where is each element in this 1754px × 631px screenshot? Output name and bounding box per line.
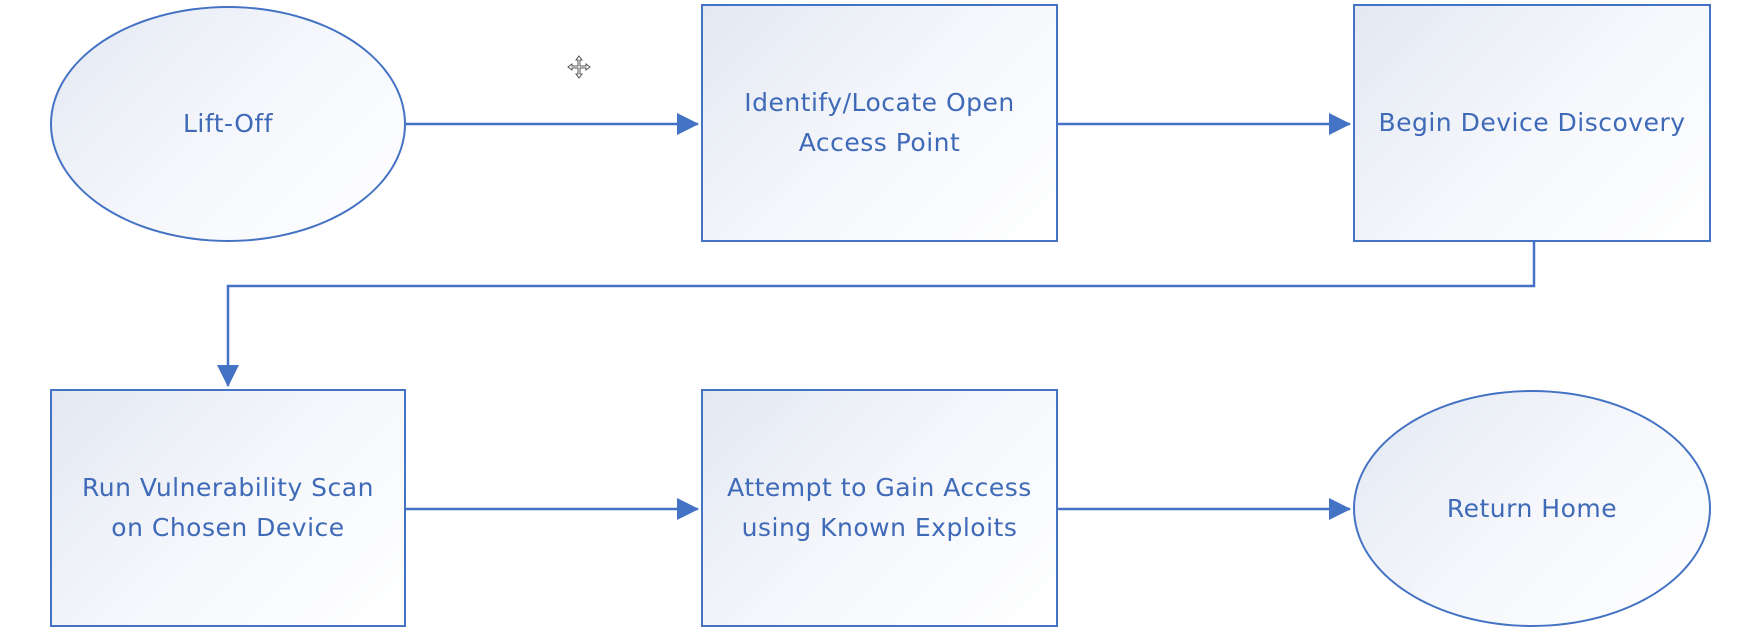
node-lift-off: Lift-Off (50, 6, 406, 242)
node-scan-label: Run Vulnerability Scan on Chosen Device (82, 473, 374, 542)
node-discovery-label: Begin Device Discovery (1378, 108, 1686, 137)
node-identify-label: Identify/Locate Open Access Point (744, 88, 1015, 157)
move-cursor-icon (567, 55, 591, 79)
node-exploit-label: Attempt to Gain Access using Known Explo… (727, 473, 1032, 542)
edge-discovery-to-scan (217, 242, 1536, 387)
node-begin-device-discovery: Begin Device Discovery (1353, 4, 1711, 242)
node-return-label: Return Home (1446, 493, 1618, 523)
node-attempt-gain-access: Attempt to Gain Access using Known Explo… (701, 389, 1058, 627)
node-return-home: Return Home (1353, 390, 1711, 627)
node-lift-off-label: Lift-Off (182, 109, 274, 138)
node-identify-access-point: Identify/Locate Open Access Point (701, 4, 1058, 242)
node-run-vulnerability-scan: Run Vulnerability Scan on Chosen Device (50, 389, 406, 627)
